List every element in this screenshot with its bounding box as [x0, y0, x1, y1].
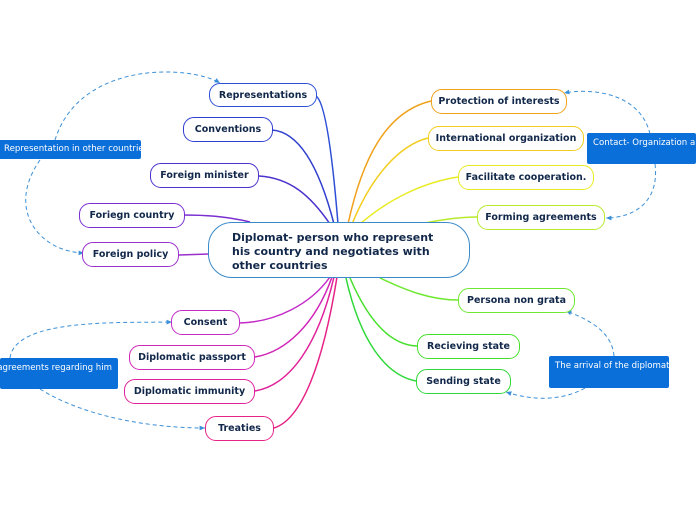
node-foreign-country-label: Foriegn country: [89, 210, 175, 221]
node-forming-agreements-label: Forming agreements: [485, 212, 597, 223]
dashed-link-representations: [54, 71, 221, 141]
link-foreign-policy: [178, 253, 210, 256]
note-contact[interactable]: Contact- Organization and: [587, 133, 696, 164]
note-arrival-label: The arrival of the diplomat: [555, 361, 669, 371]
dashed-link-treaties: [39, 388, 206, 431]
link-diplomatic-immunity: [254, 276, 335, 392]
node-conventions[interactable]: Conventions: [183, 117, 273, 142]
central-topic[interactable]: Diplomat- person who represent his count…: [208, 222, 470, 278]
node-receiving-state[interactable]: Recieving state: [417, 334, 520, 359]
link-protection: [347, 100, 432, 225]
link-consent: [239, 276, 331, 324]
node-forming-agreements[interactable]: Forming agreements: [477, 205, 605, 230]
link-persona: [379, 277, 459, 301]
link-foreign-minister: [258, 175, 331, 225]
link-treaties: [273, 276, 338, 429]
node-diplomatic-passport-label: Diplomatic passport: [138, 352, 246, 363]
node-sending-state[interactable]: Sending state: [416, 369, 511, 394]
link-facilitate: [359, 176, 459, 225]
node-foreign-country[interactable]: Foriegn country: [79, 203, 185, 228]
node-diplomatic-immunity-label: Diplomatic immunity: [133, 386, 246, 397]
node-international-organization-label: International organization: [435, 133, 577, 144]
central-topic-line-3: other countries: [232, 259, 328, 272]
note-representation[interactable]: Representation in other countries: [0, 140, 141, 159]
node-persona-non-grata-label: Persona non grata: [467, 295, 566, 306]
node-conventions-label: Conventions: [194, 124, 262, 135]
link-conventions: [271, 129, 335, 225]
link-international-org: [351, 137, 429, 225]
link-diplomatic-passport: [254, 276, 333, 358]
node-foreign-policy-label: Foreign policy: [92, 249, 169, 260]
node-foreign-minister[interactable]: Foreign minister: [150, 163, 259, 188]
node-treaties-label: Treaties: [218, 423, 261, 434]
node-diplomatic-immunity[interactable]: Diplomatic immunity: [124, 379, 255, 404]
node-receiving-state-label: Recieving state: [427, 341, 510, 352]
node-facilitate-cooperation[interactable]: Facilitate cooperation.: [458, 165, 594, 190]
dashed-link-consent: [9, 319, 173, 359]
node-treaties[interactable]: Treaties: [205, 416, 274, 441]
dashed-link-forming: [605, 163, 656, 221]
node-consent[interactable]: Consent: [171, 310, 240, 335]
link-foreign-country: [180, 214, 251, 223]
central-topic-line-1: Diplomat- person who represent: [232, 231, 434, 244]
node-international-organization[interactable]: International organization: [428, 126, 584, 151]
node-representations-label: Representations: [218, 89, 308, 101]
node-representations[interactable]: Representations: [209, 83, 317, 107]
link-sending: [345, 277, 417, 382]
dashed-link-persona: [565, 310, 615, 357]
node-facilitate-cooperation-label: Facilitate cooperation.: [465, 172, 587, 183]
node-foreign-minister-label: Foreign minister: [160, 170, 249, 181]
node-foreign-policy[interactable]: Foreign policy: [82, 242, 179, 267]
node-protection-of-interests-label: Protection of interests: [438, 96, 560, 107]
note-arrival[interactable]: The arrival of the diplomat: [549, 356, 669, 388]
dashed-link-sending: [505, 387, 586, 399]
note-agreements-label: e agreements regarding him: [0, 363, 112, 373]
node-persona-non-grata[interactable]: Persona non grata: [458, 288, 575, 313]
note-contact-label: Contact- Organization and: [593, 138, 696, 148]
node-protection-of-interests[interactable]: Protection of interests: [431, 89, 567, 114]
link-representations: [315, 95, 339, 225]
central-topic-line-2: his country and negotiates with: [232, 245, 430, 258]
note-agreements[interactable]: e agreements regarding him: [0, 358, 118, 389]
note-representation-label: Representation in other countries: [4, 144, 141, 154]
node-diplomatic-passport[interactable]: Diplomatic passport: [129, 345, 255, 370]
link-receiving: [349, 277, 418, 347]
dashed-link-foreign-policy: [25, 159, 85, 256]
node-consent-label: Consent: [183, 317, 228, 328]
node-sending-state-label: Sending state: [426, 376, 501, 387]
